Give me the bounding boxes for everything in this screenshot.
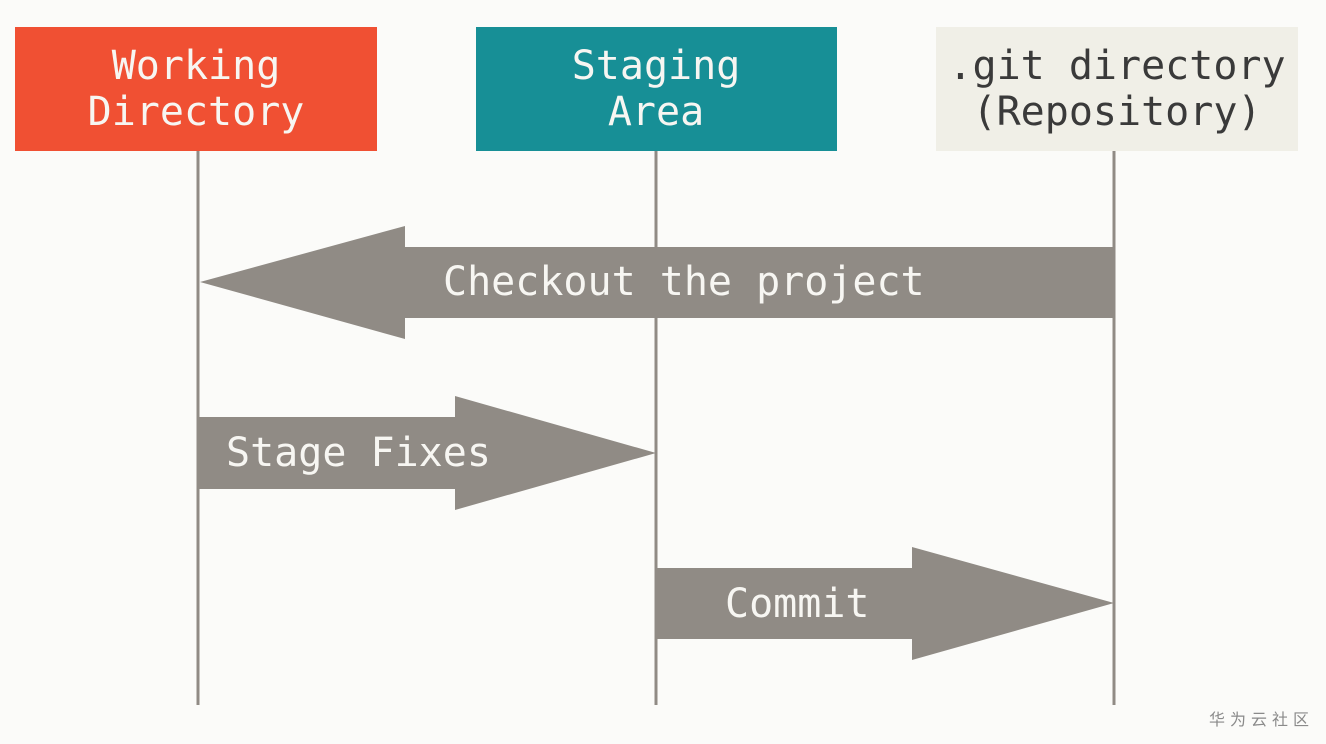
staging-area-label-line2: Area xyxy=(608,89,704,135)
working-directory-label: Working xyxy=(112,43,281,89)
repository-box: .git directory (Repository) xyxy=(936,27,1298,151)
repository-box-bg xyxy=(936,27,1298,151)
commit-arrow-shape xyxy=(656,547,1114,660)
stage-fixes-arrow-shape xyxy=(198,396,656,510)
staging-area-box: Staging Area xyxy=(476,27,837,151)
stage-fixes-arrow-label: Stage Fixes xyxy=(226,430,491,476)
staging-area-box-bg xyxy=(476,27,837,151)
staging-area-label: Staging xyxy=(572,43,741,89)
working-directory-label-line2: Directory xyxy=(88,89,305,135)
working-directory-box: Working Directory xyxy=(15,27,377,151)
watermark-text: 华为云社区 xyxy=(1208,710,1314,729)
stage-fixes-arrow: Stage Fixes xyxy=(198,396,656,510)
checkout-arrow-shape xyxy=(200,226,1114,339)
commit-arrow-label: Commit xyxy=(725,581,870,627)
repository-label: .git directory xyxy=(948,43,1285,89)
commit-arrow: Commit xyxy=(656,547,1114,660)
checkout-arrow-label: Checkout the project xyxy=(443,259,925,305)
working-directory-box-bg xyxy=(15,27,377,151)
checkout-arrow: Checkout the project xyxy=(200,226,1114,339)
repository-label-line2: (Repository) xyxy=(973,89,1262,135)
